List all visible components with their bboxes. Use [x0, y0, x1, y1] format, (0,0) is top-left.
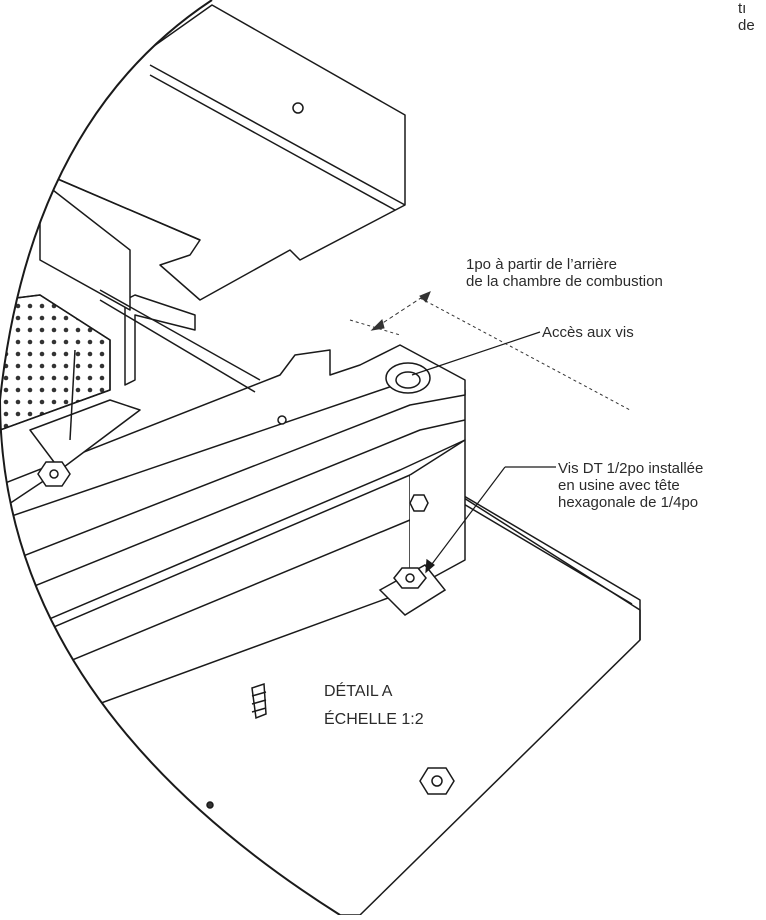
screw-access-hole	[277, 362, 431, 425]
leader-lines	[411, 331, 556, 574]
front-channel	[0, 389, 466, 741]
corner-text-fragment: tı de	[738, 0, 755, 34]
screw-spec-callout: Vis DT 1/2po installée en usine avec têt…	[558, 460, 704, 511]
self-drilling-screw	[251, 682, 267, 720]
upper-bracket	[0, 4, 406, 301]
hex-screw-tab	[378, 494, 447, 616]
vertical-flange	[124, 294, 196, 386]
top-channel	[0, 344, 466, 566]
screw-access-callout: Accès aux vis	[542, 324, 634, 341]
detail-scale-label: DÉTAIL A ÉCHELLE 1:2	[324, 683, 424, 728]
distance-callout: 1po à partir de l’arrière de la chambre …	[466, 256, 663, 290]
leader-screw-access	[411, 331, 541, 376]
left-frame	[39, 179, 261, 441]
detail-boundary-arc	[0, 0, 341, 916]
left-hex-screw	[37, 461, 71, 487]
bottom-hex-nut	[206, 767, 455, 809]
dimension-line	[349, 291, 631, 411]
perforated-baffle	[0, 294, 141, 511]
